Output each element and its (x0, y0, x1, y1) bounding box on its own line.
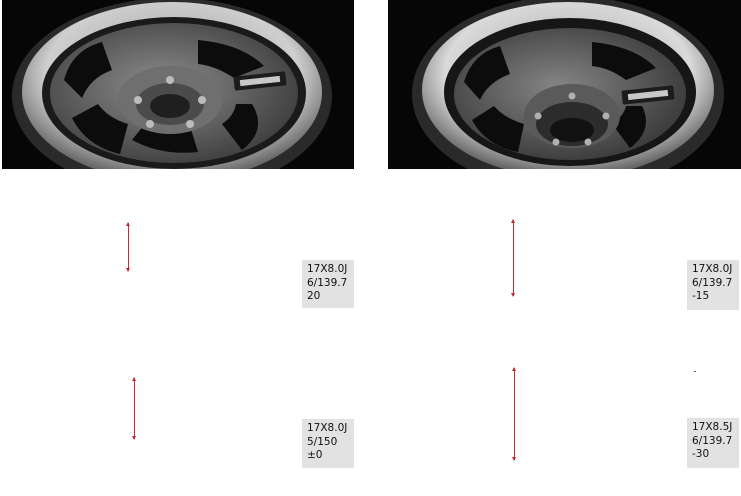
dimension-line-1 (124, 222, 134, 272)
stray-mark (694, 371, 696, 372)
dimension-line-4 (510, 367, 520, 461)
dimension-shaft (514, 368, 515, 460)
dimension-arrow-down (511, 293, 515, 297)
spec-pcd: 6/139.7 (307, 276, 348, 289)
dimension-arrow-down (512, 457, 516, 461)
spec-box-4: 17X8.5J 6/139.7 -30 (687, 418, 739, 468)
dimension-shaft (128, 223, 129, 271)
dimension-line-3 (130, 377, 140, 440)
spec-offset: 20 (307, 290, 321, 302)
spec-box-3: 17X8.0J 5/150 ±0 (302, 419, 354, 468)
dimension-shaft (134, 378, 135, 439)
dimension-shaft (513, 220, 514, 296)
wheel-photo-right (388, 0, 741, 169)
spec-size: 17X8.0J (307, 422, 348, 434)
spec-box-1: 17X8.0J 6/139.7 20 (302, 260, 354, 308)
dimension-line-2 (509, 219, 519, 297)
spec-offset: -30 (692, 448, 710, 460)
spec-size: 17X8.0J (692, 263, 733, 275)
spec-size: 17X8.0J (307, 263, 348, 275)
spec-pcd: 6/139.7 (692, 276, 733, 289)
spec-box-2: 17X8.0J 6/139.7 -15 (687, 260, 739, 310)
spec-pcd: 5/150 (307, 435, 338, 448)
spec-offset: -15 (692, 290, 710, 302)
wheel-illustration-left (12, 0, 332, 169)
spec-size: 17X8.5J (692, 421, 733, 433)
dimension-arrow-down (132, 436, 136, 440)
dimension-arrow-down (126, 268, 130, 272)
spec-offset: ±0 (307, 449, 323, 461)
wheel-illustration-right (412, 0, 724, 169)
spec-pcd: 6/139.7 (692, 434, 733, 447)
wheel-photo-left (2, 0, 354, 169)
